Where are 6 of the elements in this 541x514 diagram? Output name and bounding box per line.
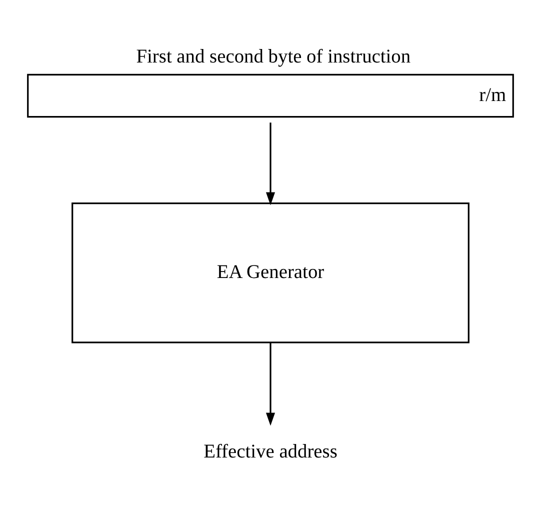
node-label: First and second byte of instruction xyxy=(136,46,411,68)
arrow xyxy=(266,342,276,426)
arrow xyxy=(266,122,276,205)
node-box: EA Generator xyxy=(72,202,470,343)
node-text: Effective address xyxy=(204,440,338,462)
node-box: r/m xyxy=(27,73,514,118)
